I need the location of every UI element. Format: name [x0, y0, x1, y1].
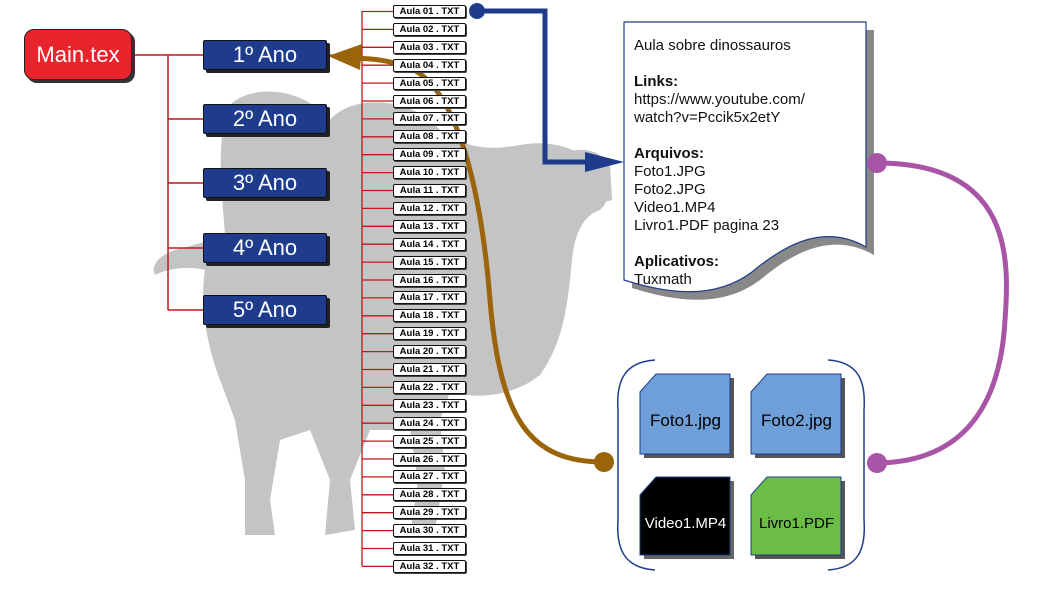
file-line: Video1.MP4	[634, 199, 716, 216]
document-title: Aula sobre dinossauros	[634, 37, 791, 54]
aula-file-item[interactable]: Aula 03 . TXT	[393, 40, 466, 54]
files-bracket	[617, 359, 866, 571]
year-tree-lines	[133, 54, 203, 311]
year-label: 2º Ano	[232, 106, 298, 131]
aula-file-item[interactable]: Aula 19 . TXT	[393, 327, 466, 341]
aula-file-item[interactable]: Aula 11 . TXT	[393, 184, 466, 197]
apps-heading: Aplicativos:	[634, 253, 720, 270]
aula-file-item[interactable]: Aula 18 . TXT	[393, 309, 466, 323]
aula-file-item[interactable]: Aula 24 . TXT	[393, 416, 466, 430]
year-label: 3º Ano	[232, 170, 298, 195]
aula-tree-lines	[327, 10, 393, 568]
link-line[interactable]: https://www.youtube.com/	[634, 91, 805, 108]
aula-file-item[interactable]: Aula 17 . TXT	[393, 291, 466, 305]
year-node-1[interactable]: 1º Ano	[203, 40, 327, 70]
aula-file-item[interactable]: Aula 31 . TXT	[393, 542, 466, 555]
aula-file-item[interactable]: Aula 25 . TXT	[393, 434, 466, 448]
aula-file-item[interactable]: Aula 07 . TXT	[393, 112, 466, 126]
aula-file-item[interactable]: Aula 12 . TXT	[393, 201, 466, 215]
year-node-5[interactable]: 5º Ano	[203, 295, 327, 325]
aula-file-item[interactable]: Aula 27 . TXT	[393, 470, 466, 484]
aula-file-item[interactable]: Aula 02 . TXT	[393, 22, 466, 36]
aula-file-item[interactable]: Aula 21 . TXT	[393, 363, 466, 376]
aula-file-item[interactable]: Aula 08 . TXT	[393, 130, 466, 144]
link-line[interactable]: watch?v=Pccik5x2etY	[634, 109, 781, 126]
links-heading: Links:	[634, 73, 679, 90]
aula-file-item[interactable]: Aula 05 . TXT	[393, 76, 466, 90]
file-line: Foto2.JPG	[634, 181, 706, 198]
video-label: Video1.MP4	[644, 514, 727, 532]
aula-file-item[interactable]: Aula 04 . TXT	[393, 58, 466, 72]
file-line: Livro1.PDF pagina 23	[634, 217, 780, 234]
aula-file-item[interactable]: Aula 20 . TXT	[393, 345, 466, 359]
year-node-4[interactable]: 4º Ano	[203, 233, 327, 263]
year-node-3[interactable]: 3º Ano	[203, 168, 327, 198]
year-label: 1º Ano	[232, 42, 298, 67]
file-icon-shapes	[639, 373, 845, 559]
foto1-file-icon[interactable]: Foto1.jpg	[640, 383, 731, 459]
purple-link	[867, 153, 1009, 473]
year-label: 5º Ano	[232, 297, 298, 322]
pdf-file-icon[interactable]: Livro1.PDF	[751, 485, 842, 561]
lesson-document: Aula sobre dinossauros Links: https://ww…	[634, 37, 854, 289]
aula-file-item[interactable]: Aula 09 . TXT	[393, 148, 466, 162]
foto2-label: Foto2.jpg	[761, 411, 832, 430]
aula-file-item[interactable]: Aula 01 . TXT	[393, 5, 466, 18]
aula-file-item[interactable]: Aula 06 . TXT	[393, 94, 466, 108]
aula-file-item[interactable]: Aula 10 . TXT	[393, 166, 466, 180]
aula-file-item[interactable]: Aula 13 . TXT	[393, 219, 466, 233]
main-tex-node[interactable]: Main.tex	[24, 29, 132, 80]
aula-file-item[interactable]: Aula 30 . TXT	[393, 524, 466, 538]
aula-file-item[interactable]: Aula 26 . TXT	[393, 452, 466, 466]
pdf-label: Livro1.PDF	[758, 514, 835, 532]
aula-file-item[interactable]: Aula 28 . TXT	[393, 488, 466, 502]
aula-file-item[interactable]: Aula 16 . TXT	[393, 273, 466, 287]
file-line: Foto1.JPG	[634, 163, 706, 180]
app-line: Tuxmath	[634, 271, 692, 288]
lesson-document-shape	[623, 21, 874, 300]
main-tex-label: Main.tex	[36, 41, 120, 67]
aula-file-item[interactable]: Aula 32 . TXT	[393, 559, 466, 573]
foto2-file-icon[interactable]: Foto2.jpg	[751, 383, 842, 459]
year-node-2[interactable]: 2º Ano	[203, 104, 327, 134]
year-label: 4º Ano	[232, 235, 298, 260]
aula-file-item[interactable]: Aula 23 . TXT	[393, 398, 466, 412]
aula-file-item[interactable]: Aula 15 . TXT	[393, 255, 466, 269]
aula-file-item[interactable]: Aula 29 . TXT	[393, 506, 466, 520]
aula-file-item[interactable]: Aula 22 . TXT	[393, 380, 466, 394]
aula-file-item[interactable]: Aula 14 . TXT	[393, 237, 466, 251]
files-heading: Arquivos:	[634, 145, 705, 162]
blue-link-arrow	[469, 3, 624, 172]
foto1-label: Foto1.jpg	[650, 411, 721, 430]
video-file-icon[interactable]: Video1.MP4	[640, 485, 731, 561]
